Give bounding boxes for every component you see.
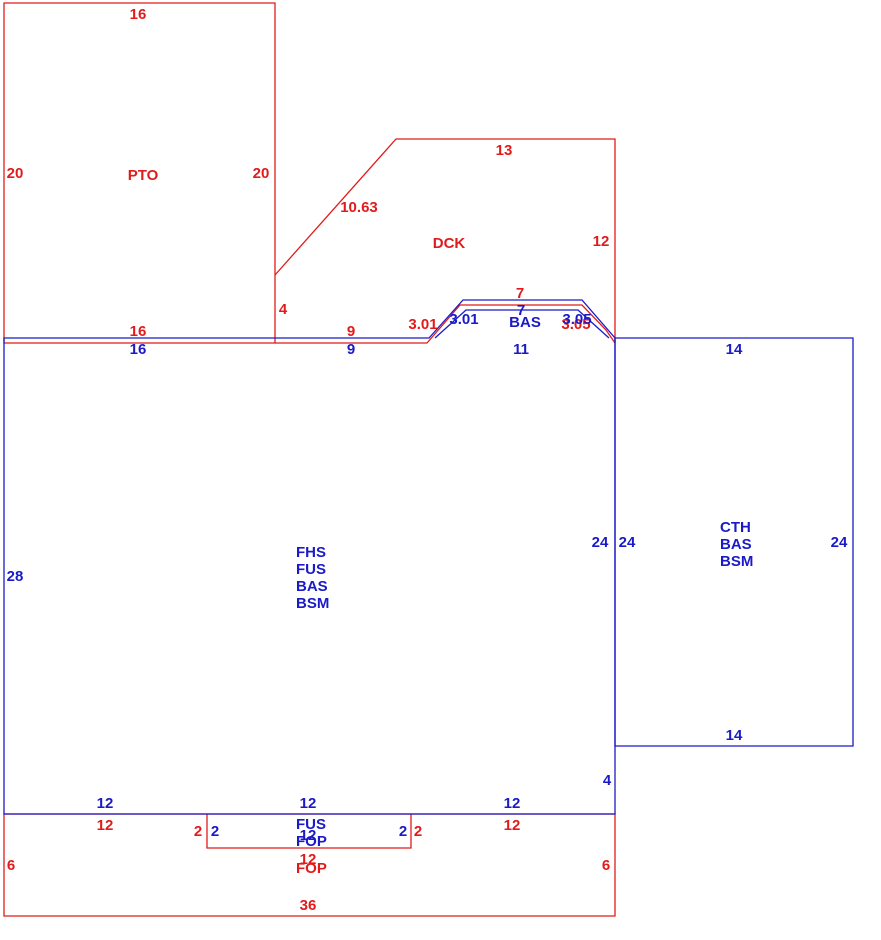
fop-upper-dim-top: 12 [300,827,317,844]
main-dim-left: 28 [7,568,24,585]
dck-dim-diagonal: 10.63 [340,199,378,216]
pto-dim-left: 20 [7,165,24,182]
main-dim-right-lower: 4 [603,772,612,789]
fop-dim-notch-right: 2 [414,823,422,840]
main-area-code-4: BSM [296,595,329,612]
fop-upper-area-code-1: FUS [296,816,326,833]
fop-dim-right: 6 [602,857,610,874]
cth-outline [614,337,854,747]
cth-dim-bottom: 14 [726,727,743,744]
dck-outline [274,138,616,343]
cth-dim-right: 24 [831,534,848,551]
cth-dim-left: 24 [619,534,636,551]
main-dim-right: 24 [592,534,609,551]
main-area-code-3: BAS [296,578,328,595]
main-dim-top-mid: 9 [347,341,355,358]
bay-area-code: BAS [509,314,541,331]
bay-dim-right: 3.05 [562,311,591,328]
fop-dim-notch-left: 2 [194,823,202,840]
dck-dim-top: 13 [496,142,513,159]
dck-dim-bay-left: 3.01 [408,316,437,333]
dck-dim-bay-top: 7 [516,285,524,302]
main-dim-bottom-mid: 12 [300,795,317,812]
pto-dim-right: 20 [253,165,270,182]
main-dim-bottom-right: 12 [504,795,521,812]
main-house-outline [3,299,616,815]
pto-dim-top: 16 [130,6,147,23]
fop-upper-dim-left: 2 [211,823,219,840]
bay-inner-line [434,309,610,339]
pto-dim-bottom: 16 [130,323,147,340]
dck-dim-bottom: 9 [347,323,355,340]
fop-dim-bottom: 36 [300,897,317,914]
main-area-code-1: FHS [296,544,326,561]
fop-dim-left: 6 [7,857,15,874]
cth-area-code-3: BSM [720,553,753,570]
bay-dim-left: 3.01 [449,311,478,328]
fop-upper-area-code-2: FOP [296,833,327,850]
bay-dim-top: 7 [517,302,525,319]
dck-dim-right: 12 [593,233,610,250]
fop-upper-dim-right: 2 [399,823,407,840]
cth-dim-top: 14 [726,341,743,358]
main-dim-top-left: 16 [130,341,147,358]
dck-dim-left: 4 [279,301,288,318]
bay-dim-bottom: 11 [513,341,529,358]
cth-area-code-1: CTH [720,519,751,536]
main-area-code-2: FUS [296,561,326,578]
pto-area-code: PTO [128,167,159,184]
fop-area-code: FOP [296,860,327,877]
fop-dim-notch-bottom: 12 [300,851,317,868]
dck-bottom-edge [275,304,616,344]
dck-area-code: DCK [433,235,466,252]
fop-dim-top-right: 12 [504,817,521,834]
cth-area-code-2: BAS [720,536,752,553]
fop-dim-top-left: 12 [97,817,114,834]
dck-dim-bay-right: 3.05 [561,316,590,333]
main-dim-bottom-left: 12 [97,795,114,812]
fop-notch-outline [206,814,412,849]
